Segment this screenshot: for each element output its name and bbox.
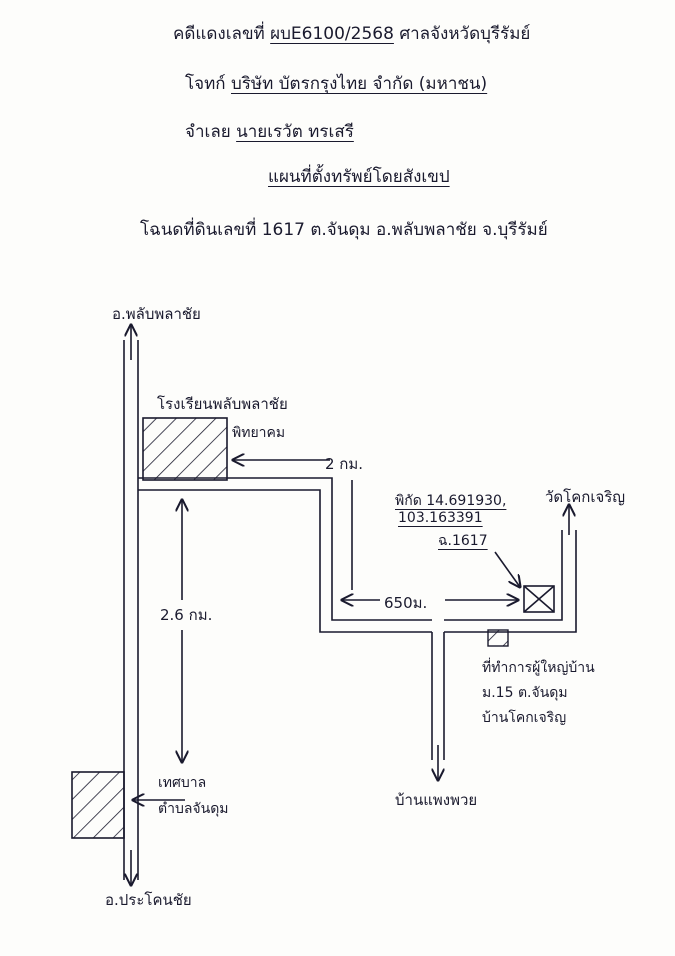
deed-line: โฉนดที่ดินเลขที่ 1617 ต.จันดุม อ.พลับพลา… (140, 220, 548, 240)
headman-office-line-3: บ้านโคกเจริญ (482, 710, 567, 726)
distance-2km: 2 กม. (325, 455, 364, 473)
branch-road-lower-edge (138, 489, 432, 633)
case-number: ผบE6100/2568 (270, 24, 394, 44)
temple-label: วัดโคกเจริญ (545, 488, 626, 506)
land-parcel-marker (523, 585, 555, 613)
plaintiff-label: โจทก์ (185, 74, 226, 94)
coordinates-line-2: 103.163391 (398, 510, 483, 526)
school-subtitle: พิทยาคม (232, 425, 286, 441)
coords-pointer (494, 551, 520, 587)
deed-marker-label: ฉ.1617 (438, 533, 488, 549)
headman-office-line-2: ม.15 ต.จันดุม (482, 685, 568, 701)
court-name: ศาลจังหวัดบุรีรัมย์ (399, 24, 531, 44)
plaintiff-name: บริษัท บัตรกรุงไทย จำกัด (มหาชน) (231, 74, 488, 94)
branch-road-upper-edge (138, 477, 432, 621)
plaintiff-line: โจทก์ บริษัท บัตรกรุงไทย จำกัด (มหาชน) (185, 70, 487, 97)
distance-650m: 650ม. (384, 594, 428, 612)
case-label: คดีแดงเลขที่ (173, 24, 265, 44)
defendant-line: จำเลย นายเรวัต ทรเสรี (185, 118, 354, 145)
distance-26km: 2.6 กม. (160, 606, 213, 624)
south-destination: อ.ประโคนชัย (105, 891, 192, 909)
case-number-line: คดีแดงเลขที่ ผบE6100/2568 ศาลจังหวัดบุรี… (173, 20, 530, 47)
headman-office-block (487, 629, 509, 647)
north-destination: อ.พลับพลาชัย (112, 305, 201, 323)
headman-office-line-1: ที่ทำการผู้ใหญ่บ้าน (482, 660, 595, 676)
defendant-label: จำเลย (185, 122, 231, 142)
road-to-temple-outer (444, 530, 563, 621)
map-title: แผนที่ตั้งทรัพย์โดยสังเขป (268, 167, 450, 187)
south-village-label: บ้านแพงพวย (395, 791, 478, 809)
defendant-name: นายเรวัต ทรเสรี (236, 122, 354, 142)
school-block (142, 417, 228, 481)
municipality-line-1: เทศบาล (158, 775, 207, 791)
school-name: โรงเรียนพลับพลาชัย (157, 395, 288, 413)
municipality-block (71, 771, 125, 839)
coordinates-line-1: พิกัด 14.691930, (395, 493, 507, 509)
municipality-line-2: ตำบลจันดุม (158, 801, 229, 817)
